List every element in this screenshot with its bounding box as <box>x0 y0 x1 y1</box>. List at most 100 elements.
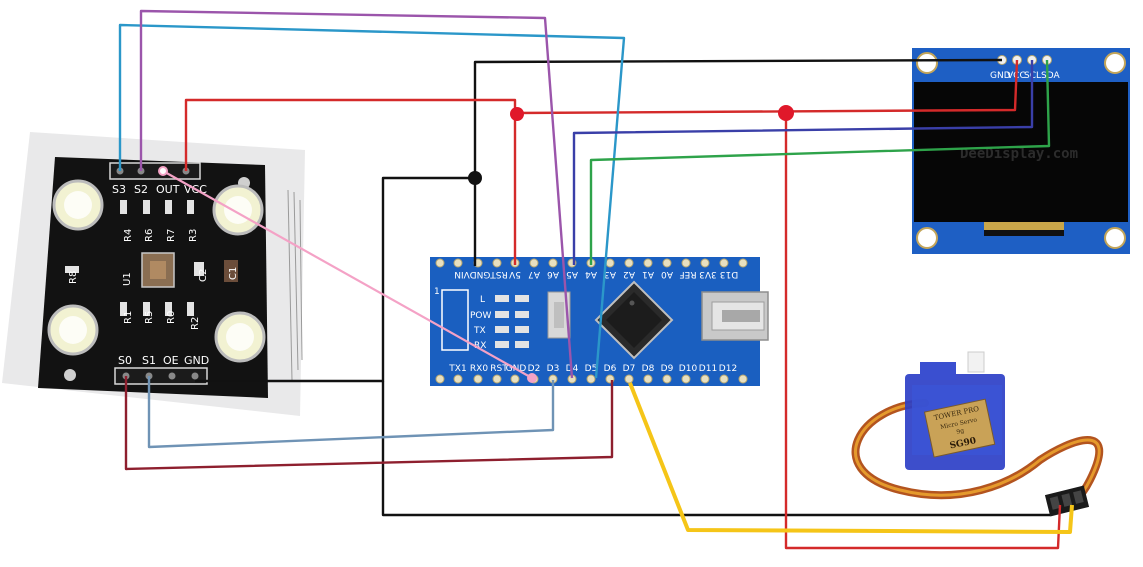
led-label-l: L <box>480 295 485 305</box>
part-label: R5 <box>144 311 155 324</box>
servo-horn <box>967 351 985 373</box>
nano-pin-label: D2 <box>528 364 541 374</box>
wires <box>118 9 1074 550</box>
nano-pin-label: D5 <box>585 364 598 374</box>
sensor-leds <box>47 179 266 363</box>
led-label-pow: POW <box>470 311 492 321</box>
part-label: U1 <box>122 272 133 286</box>
servo-label: TOWER PRO Micro Servo 9g SG90 <box>923 398 996 458</box>
nano-pin-label: GND <box>470 269 491 279</box>
nano-pin-label: TX1 <box>448 364 466 374</box>
servo-line2: 9g <box>956 427 965 435</box>
label-oe: OE <box>163 354 179 367</box>
sensor-bottom-header <box>114 367 208 385</box>
junction-5v-left <box>510 107 524 121</box>
part-label: R7 <box>166 229 177 242</box>
part-label: R8 <box>68 271 79 284</box>
nano-pin-label: A3 <box>604 269 616 279</box>
led-label-rx: RX <box>474 341 486 351</box>
wire-gnd-oled <box>473 58 1003 266</box>
pin-marker-out <box>158 166 168 176</box>
pin-gnd[interactable] <box>191 372 199 380</box>
nano-pin-label: D13 <box>720 269 738 279</box>
wire-s3 <box>118 23 626 379</box>
label-s2: S2 <box>134 183 148 196</box>
pin-oe[interactable] <box>168 372 176 380</box>
wire-s0 <box>124 376 614 471</box>
oled-watermark: DeeDisplay.com <box>960 146 1078 162</box>
wire-sda <box>589 59 1051 265</box>
mount-hole <box>1104 227 1126 249</box>
sensor-part-labels: R4 R6 R7 R3 R8 U1 C2 C1 R1 R5 R0 R2 <box>68 229 239 330</box>
nano-pin-label: A1 <box>642 269 654 279</box>
part-label: R4 <box>123 229 134 242</box>
color-sensor-module: S3 S2 OUT VCC R4 R6 R7 R3 R8 U1 <box>2 132 305 416</box>
nano-pin-label: D8 <box>642 364 655 374</box>
wire-s2 <box>139 9 574 379</box>
wire-s1 <box>147 376 555 449</box>
nano-bottom-labels: TX1 RX0 RST GND D2 D3 D4 D5 D6 D7 D8 D9 … <box>448 364 737 374</box>
nano-pin-label: D7 <box>623 364 636 374</box>
wire-servo-signal <box>628 382 1074 534</box>
nano-top-pins <box>435 258 748 268</box>
part-label: R2 <box>190 317 201 330</box>
nano-top-labels: VIN GND RST 5V A7 A6 A5 A4 A3 A2 A1 A0 R… <box>454 269 738 279</box>
label-s0: S0 <box>118 354 132 367</box>
wire-5v-oled <box>514 59 1019 115</box>
junction-gnd <box>468 171 482 185</box>
nano-pin-label: VIN <box>454 269 470 279</box>
nano-pin-label: D6 <box>604 364 617 374</box>
nano-pin-label: REF <box>679 269 696 279</box>
oled-screen <box>914 82 1128 222</box>
sensor-smd-parts <box>65 200 238 316</box>
label-s3: S3 <box>112 183 126 196</box>
arduino-nano: VIN GND RST 5V A7 A6 A5 A4 A3 A2 A1 A0 R… <box>430 257 769 386</box>
pin-marker-d2 <box>527 373 537 383</box>
nano-bottom-pins <box>435 374 748 384</box>
label-gnd: GND <box>184 354 209 367</box>
mount-hole <box>916 52 938 74</box>
nano-leds: L POW TX RX <box>470 295 529 351</box>
sensor-top-header <box>109 162 201 180</box>
nano-pin-label: A4 <box>585 269 597 279</box>
wire-gnd-servo <box>381 381 1050 517</box>
nano-pin-label: 3V3 <box>699 269 717 279</box>
wire-5v-servo <box>784 112 1062 550</box>
nano-pin-label: A2 <box>623 269 635 279</box>
nano-pin-label: D12 <box>719 364 737 374</box>
oled-display: GND VCC SCL SDA DeeDisplay.com <box>912 48 1130 254</box>
nano-silk-box <box>441 289 469 351</box>
nano-pin-label: D10 <box>679 364 698 374</box>
nano-pin-label: A6 <box>547 269 559 279</box>
sensor-paper-print <box>287 189 303 381</box>
wire-out <box>162 170 533 379</box>
oled-pin-label-gnd: GND <box>990 71 1011 81</box>
nano-pin1-mark: 1 <box>434 287 440 297</box>
wire-5v-sensor <box>184 98 517 265</box>
part-label: R0 <box>166 311 177 324</box>
nano-mcu-chip <box>594 280 674 360</box>
wire-gnd-sensor <box>195 176 475 383</box>
part-label: R3 <box>188 229 199 242</box>
nano-pin-label: A5 <box>566 269 578 279</box>
wire-scl <box>572 60 1034 265</box>
led-label-tx: TX <box>473 326 486 336</box>
nano-pin-label: 5V <box>508 269 521 279</box>
nano-pin-label: D3 <box>547 364 560 374</box>
nano-pin-label: D9 <box>661 364 674 374</box>
mount-hole <box>64 369 76 381</box>
nano-usb-connector[interactable] <box>701 291 769 341</box>
mount-hole <box>1104 52 1126 74</box>
part-label: C2 <box>198 269 209 282</box>
nano-pin-label: A7 <box>528 269 540 279</box>
part-label: R1 <box>123 311 134 324</box>
servo-horn-base <box>920 362 956 380</box>
nano-pin-label: RX0 <box>470 364 488 374</box>
nano-pin-label: RST <box>490 364 508 374</box>
mount-hole <box>916 227 938 249</box>
oled-pin-label-sda: SDA <box>1041 71 1060 81</box>
label-s1: S1 <box>142 354 156 367</box>
nano-pin-label: RST <box>490 269 508 279</box>
part-label: R6 <box>144 229 155 242</box>
